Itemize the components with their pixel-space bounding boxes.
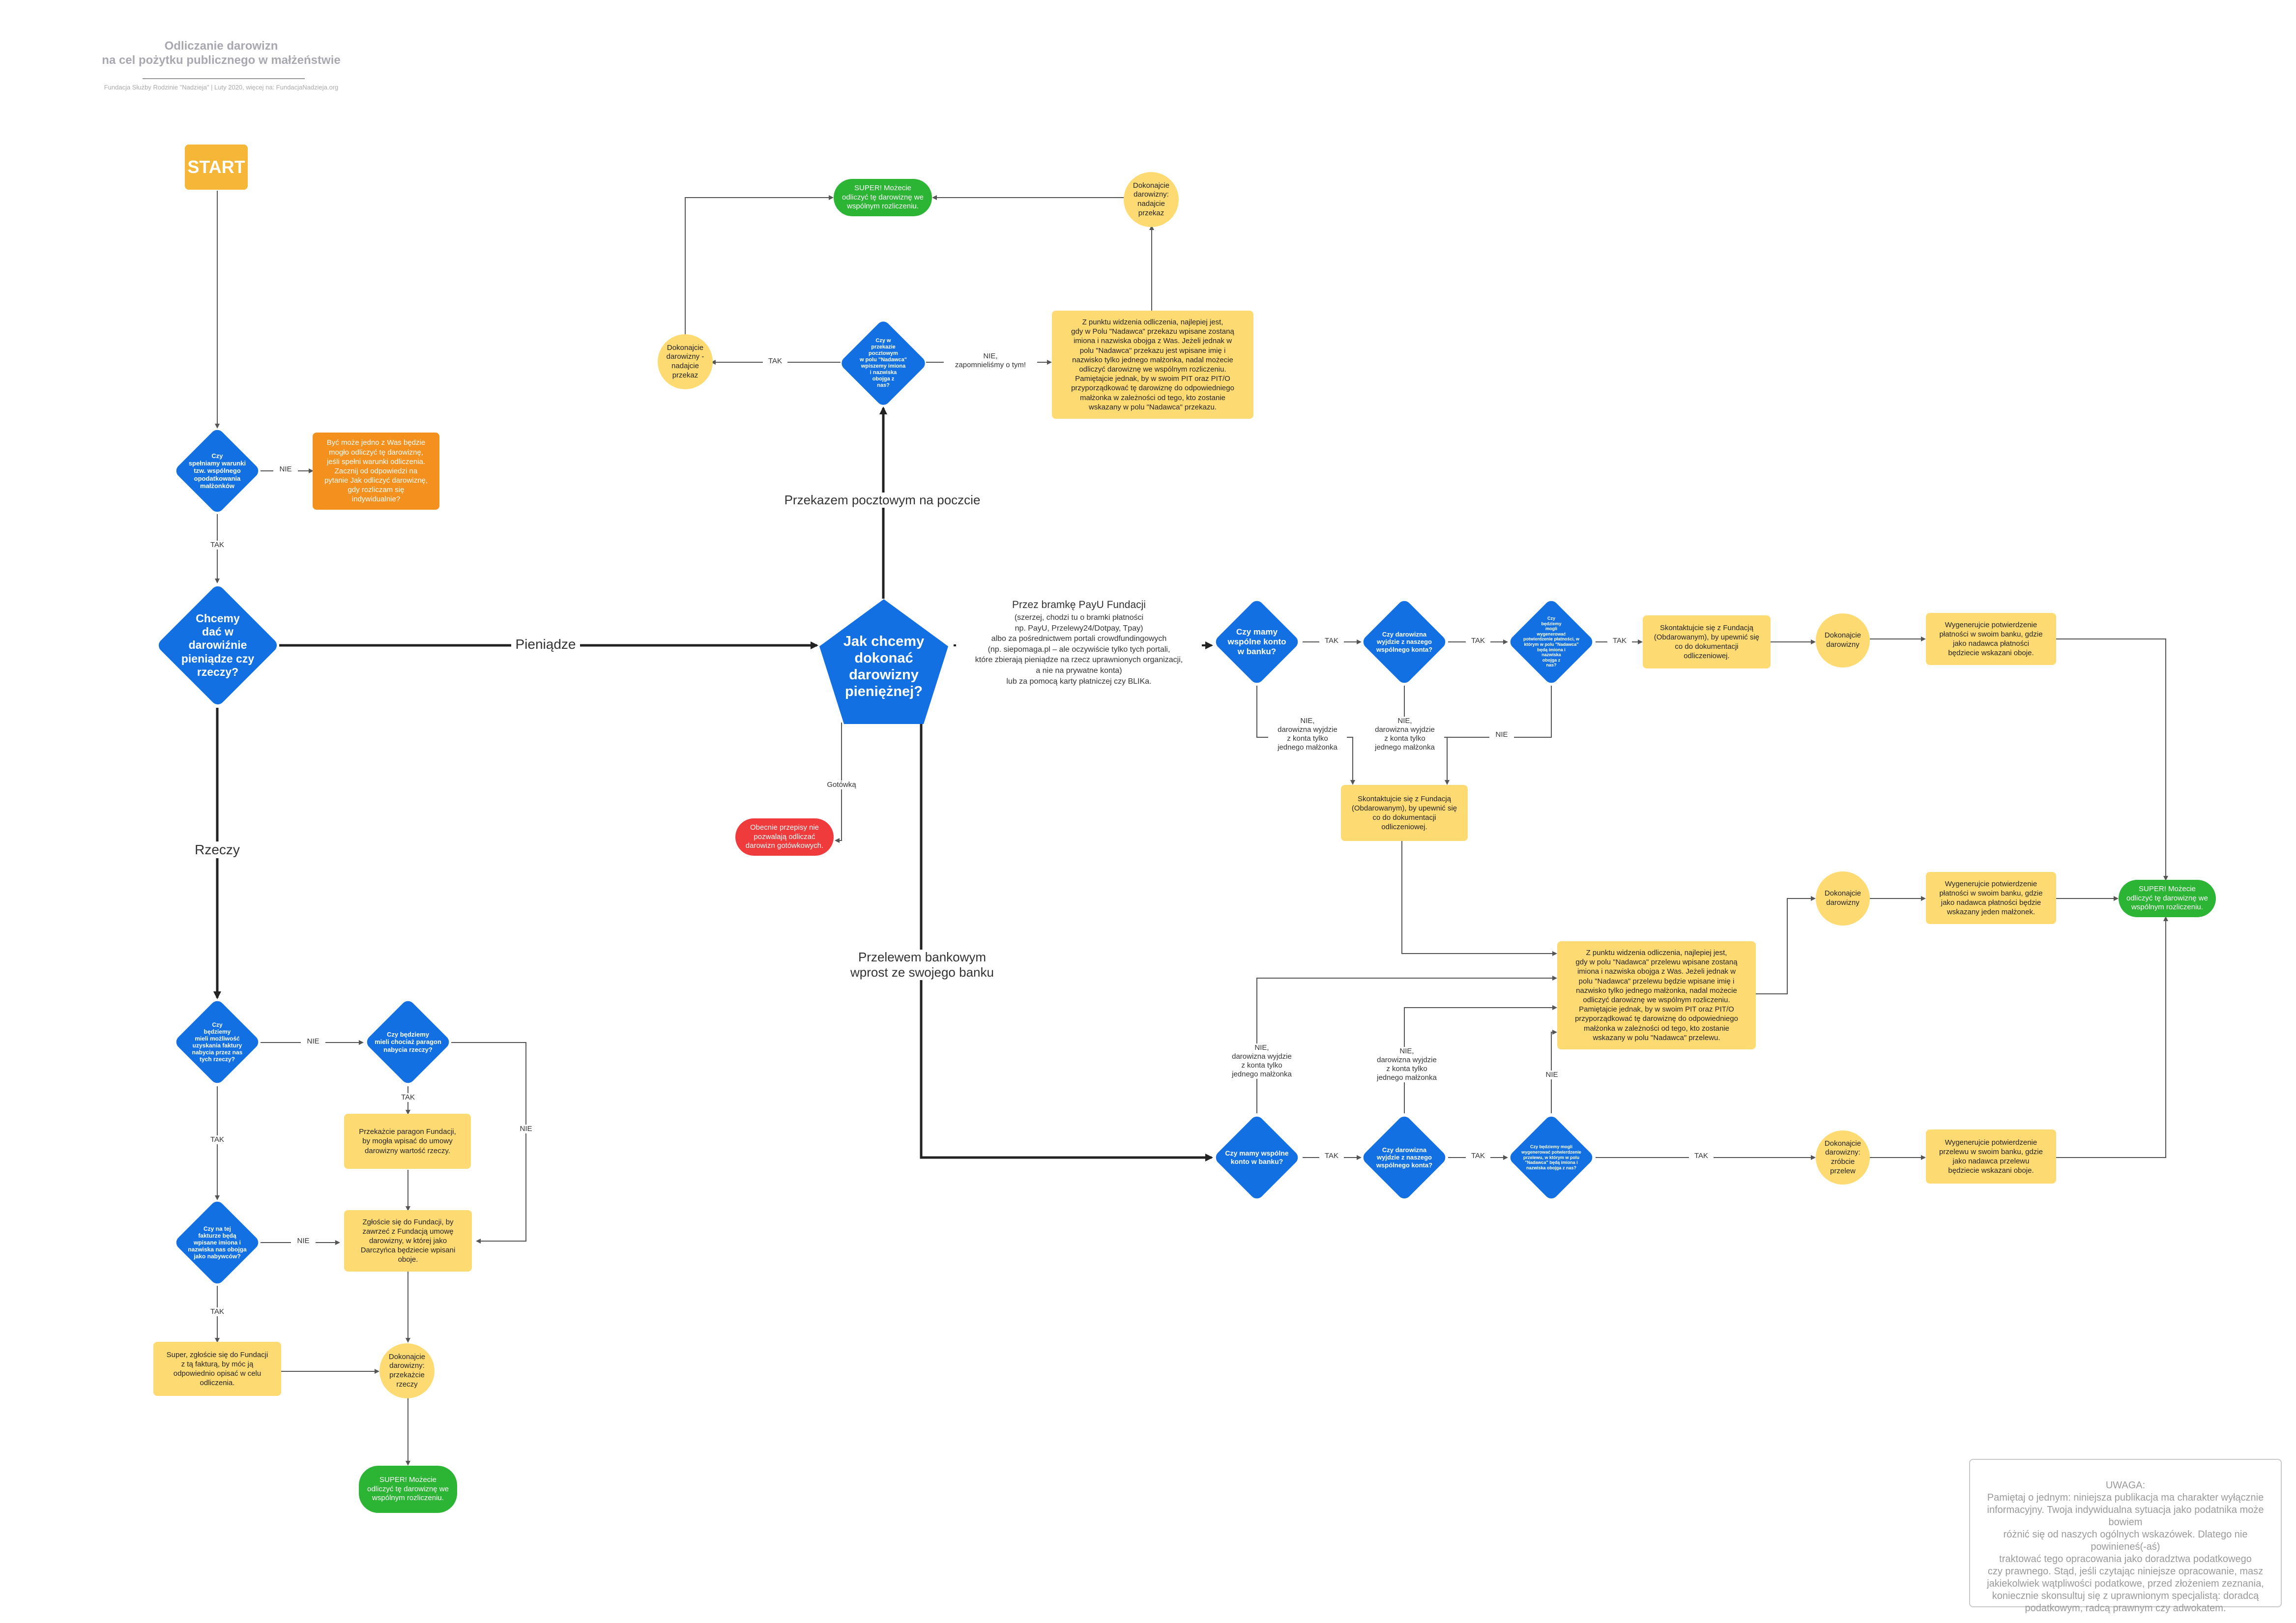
box-give-receipt: Przekażcie paragon Fundacji, by mogła wp… bbox=[344, 1114, 471, 1169]
label-tak-transfer: TAK bbox=[1689, 1152, 1714, 1160]
label-tak-receipt: TAK bbox=[396, 1093, 420, 1102]
box-contact-foundation-top: Skontaktujcie się z Fundacją (Obdarowany… bbox=[1643, 615, 1771, 668]
edge-receipt-nie bbox=[451, 1042, 526, 1244]
decision-joint-account-2: Czy mamy wspólne konto w banku? bbox=[1213, 1113, 1301, 1202]
box-payment-confirmation-both: Wygenerujcie potwierdzenie płatności w s… bbox=[1926, 613, 2056, 665]
label-nie-names: NIE bbox=[291, 1237, 316, 1246]
label-tak-invoice: TAK bbox=[205, 1135, 230, 1144]
label-tak-gateway: TAK bbox=[1607, 637, 1632, 645]
edge-gotowka bbox=[835, 723, 842, 843]
label-tak-shared1: TAK bbox=[1466, 637, 1490, 645]
box-contact-foundation-mid: Skontaktujcie się z Fundacją (Obdarowany… bbox=[1341, 785, 1468, 841]
page-title: Odliczanie darowizn na cel pożytku publi… bbox=[102, 39, 341, 67]
page-subtitle: Fundacja Służby Rodzinie "Nadzieja" | Lu… bbox=[104, 84, 339, 91]
label-gotowka: Gotówką bbox=[822, 781, 861, 789]
decision-receipt: Czy będziemy mieli chociaż paragon nabyc… bbox=[364, 998, 452, 1086]
label-tak-shared2: TAK bbox=[1466, 1152, 1490, 1160]
terminal-success-top: SUPER! Możecie odliczyć tę darowiznę we … bbox=[834, 179, 932, 216]
label-tak-joint: TAK bbox=[205, 541, 230, 550]
decision-shared-account-1: Czy darowizna wyjdzie z naszego wspólneg… bbox=[1360, 598, 1449, 686]
decision-how-money: Jak chcemy dokonać darowizny pieniężnej? bbox=[817, 597, 950, 726]
start-node: START bbox=[185, 145, 248, 190]
edge-gateway-nie bbox=[1447, 686, 1552, 738]
circle-postal-top: Dokonajcie darowizny: nadajcie przekaz bbox=[1124, 172, 1179, 227]
decision-shared-account-2: Czy darowizna wyjdzie z naszego wspólneg… bbox=[1360, 1113, 1449, 1202]
box-transfer-confirmation: Wygenerujcie potwierdzenie przelewu w sw… bbox=[1926, 1130, 2056, 1184]
edge-confirm-super bbox=[2056, 638, 2168, 881]
edge-note-circle-mid bbox=[1756, 896, 1816, 994]
edge-contact-note bbox=[1401, 840, 1557, 956]
decision-money-or-items: Chcemy dać w darowiźnie pieniądze czy rz… bbox=[155, 583, 280, 708]
terminal-success-right: SUPER! Możecie odliczyć tę darowiznę we … bbox=[2119, 880, 2216, 917]
box-transfer-note: Z punktu widzenia odliczenia, najlepiej … bbox=[1557, 941, 1756, 1049]
decision-transfer-confirmation: Czy będziemy mogli wygenerować potwierdz… bbox=[1507, 1113, 1596, 1202]
edge-bank-path bbox=[920, 723, 1213, 1161]
terminal-cash-not-allowed: Obecnie przepisy nie pozwalają odliczać … bbox=[735, 818, 834, 856]
label-pieniadze: Pieniądze bbox=[511, 636, 580, 653]
label-tak-acct2: TAK bbox=[1319, 1152, 1344, 1160]
circle-items: Dokonajcie darowizny: przekażcie rzeczy bbox=[379, 1343, 435, 1398]
edge-acct2-nie bbox=[1256, 976, 1557, 1113]
box-postal-note: Z punktu widzenia odliczenia, najlepiej … bbox=[1052, 311, 1253, 419]
label-rzeczy: Rzeczy bbox=[187, 841, 248, 858]
label-nie-gateway: NIE bbox=[1489, 730, 1514, 739]
label-gateway-title: Przez bramkę PayU Fundacji bbox=[956, 599, 1202, 611]
label-nie-acct2: NIE, darowizna wyjdzie z konta tylko jed… bbox=[1222, 1043, 1301, 1079]
label-tak-names: TAK bbox=[205, 1307, 230, 1316]
label-tak-postal: TAK bbox=[763, 357, 787, 366]
decision-joint-taxation: Czy spełniamy warunki tzw. wspólnego opo… bbox=[173, 427, 262, 515]
label-nie-joint: NIE bbox=[273, 465, 298, 474]
edge-transfer-nie bbox=[1551, 1030, 1557, 1113]
circle-gateway-mid: Dokonajcie darowizny bbox=[1816, 871, 1870, 926]
label-forgot: NIE, zapomnieliśmy o tym! bbox=[944, 352, 1037, 370]
label-gateway-body: (szerzej, chodzi tu o bramki płatności n… bbox=[956, 612, 1202, 687]
label-nie-invoice: NIE bbox=[301, 1037, 325, 1046]
disclaimer-note: UWAGA: Pamiętaj o jednym: niniejsza publ… bbox=[1969, 1459, 2282, 1614]
decision-postal-names: Czy w przekazie pocztowym w polu "Nadawc… bbox=[839, 319, 928, 408]
label-nie-receipt: NIE bbox=[514, 1125, 538, 1133]
box-individual-deduction: Być może jedno z Was będzie mogło odlicz… bbox=[313, 433, 439, 510]
box-report-to-foundation: Zgłoście się do Fundacji, by zawrzeć z F… bbox=[344, 1210, 472, 1272]
edge-left-circle-super bbox=[685, 195, 834, 334]
decision-invoice-names: Czy na tej fakturze będą wpisane imiona … bbox=[173, 1198, 262, 1287]
label-nie-shared1: NIE, darowizna wyjdzie z konta tylko jed… bbox=[1366, 717, 1444, 752]
decision-invoice: Czy będziemy mieli możliwość uzyskania f… bbox=[173, 998, 262, 1086]
label-postal-path: Przekazem pocztowym na poczcie bbox=[782, 493, 983, 508]
decision-joint-account-1: Czy mamy wspólne konto w banku? bbox=[1213, 598, 1301, 686]
circle-postal-left: Dokonajcie darowizny - nadajcie przekaz bbox=[658, 334, 713, 389]
decision-gateway-confirmation: Czy będziemy mogli wygenerować potwierdz… bbox=[1507, 598, 1596, 686]
box-payment-confirmation-one: Wygenerujcie potwierdzenie płatności w s… bbox=[1926, 872, 2056, 924]
box-invoice-ok: Super, zgłoście się do Fundacji z tą fak… bbox=[153, 1342, 281, 1396]
edge-confirm-bot-super bbox=[2056, 916, 2168, 1158]
terminal-success-bottom: SUPER! Możecie odliczyć tę darowiznę we … bbox=[359, 1466, 457, 1513]
label-nie-shared2: NIE, darowizna wyjdzie z konta tylko jed… bbox=[1367, 1047, 1446, 1082]
circle-gateway-top: Dokonajcie darowizny bbox=[1816, 613, 1870, 667]
label-nie-acct1: NIE, darowizna wyjdzie z konta tylko jed… bbox=[1268, 717, 1347, 752]
label-tak-acct1: TAK bbox=[1319, 637, 1344, 645]
pentagon-shape bbox=[819, 599, 948, 724]
circle-transfer: Dokonajcie darowizny: zróbcie przelew bbox=[1816, 1130, 1870, 1185]
label-nie-transfer: NIE bbox=[1540, 1071, 1564, 1079]
label-bank-path: Przelewem bankowym wprost ze swojego ban… bbox=[839, 950, 1006, 981]
